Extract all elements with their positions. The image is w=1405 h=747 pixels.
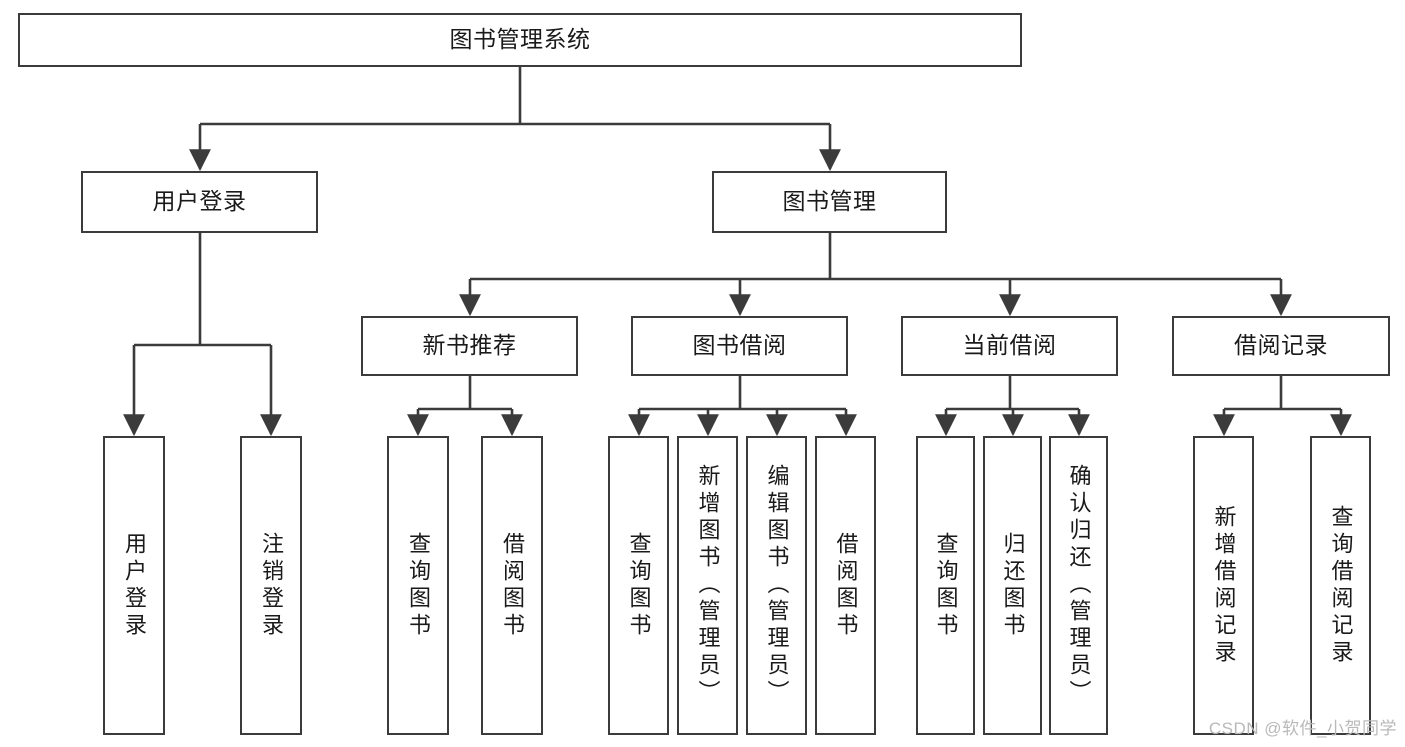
node-label: 新增借阅记录	[1211, 504, 1237, 667]
node-leaf-6[interactable]: 新增图书（管理员）	[677, 436, 738, 735]
node-label: 图书管理	[782, 188, 877, 215]
node-label: 图书管理系统	[449, 26, 591, 53]
node-leaf-2[interactable]: 注销登录	[240, 436, 302, 735]
node-leaf-8[interactable]: 借阅图书	[815, 436, 876, 735]
node-leaf-4[interactable]: 借阅图书	[481, 436, 543, 735]
node-records[interactable]: 借阅记录	[1172, 316, 1390, 376]
node-leaf-10[interactable]: 归还图书	[983, 436, 1042, 735]
node-label: 查询借阅记录	[1328, 504, 1354, 667]
node-label: 用户登录	[122, 531, 147, 640]
node-label: 查询图书	[406, 531, 431, 640]
node-leaf-5[interactable]: 查询图书	[608, 436, 669, 735]
node-leaf-7[interactable]: 编辑图书（管理员）	[746, 436, 807, 735]
node-label: 新增图书（管理员）	[695, 464, 721, 707]
node-label: 新书推荐	[422, 332, 517, 359]
node-login[interactable]: 用户登录	[81, 171, 318, 233]
node-label: 借阅图书	[500, 531, 525, 640]
node-bookmgmt[interactable]: 图书管理	[712, 171, 947, 233]
node-label: 图书借阅	[692, 332, 787, 359]
node-label: 归还图书	[1000, 531, 1026, 640]
node-label: 当前借阅	[962, 332, 1057, 359]
node-label: 编辑图书（管理员）	[764, 464, 790, 707]
node-leaf-1[interactable]: 用户登录	[103, 436, 165, 735]
node-leaf-13[interactable]: 查询借阅记录	[1310, 436, 1371, 735]
node-label: 用户登录	[152, 188, 247, 215]
node-leaf-12[interactable]: 新增借阅记录	[1193, 436, 1254, 735]
node-newbook[interactable]: 新书推荐	[361, 316, 578, 376]
node-current[interactable]: 当前借阅	[901, 316, 1118, 376]
node-label: 确认归还（管理员）	[1066, 464, 1092, 707]
node-leaf-11[interactable]: 确认归还（管理员）	[1049, 436, 1108, 735]
node-label: 借阅图书	[833, 531, 859, 640]
node-label: 查询图书	[933, 531, 959, 640]
node-borrow[interactable]: 图书借阅	[631, 316, 848, 376]
node-leaf-3[interactable]: 查询图书	[387, 436, 449, 735]
node-label: 注销登录	[259, 531, 284, 640]
watermark-text: CSDN @软件_小贺同学	[1208, 719, 1397, 738]
node-leaf-9[interactable]: 查询图书	[916, 436, 975, 735]
node-label: 借阅记录	[1234, 332, 1328, 359]
node-label: 查询图书	[626, 531, 652, 640]
node-root[interactable]: 图书管理系统	[18, 13, 1022, 67]
